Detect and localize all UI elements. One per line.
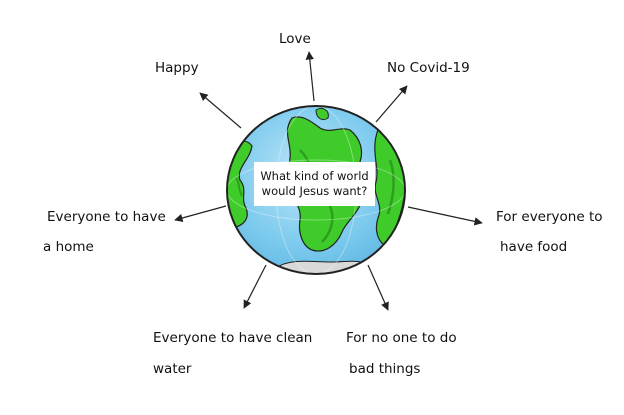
label-water-line1: Everyone to have clean: [153, 330, 313, 346]
label-food-line1: For everyone to: [496, 209, 603, 225]
center-question-line1: What kind of world: [260, 169, 369, 184]
arrow-no-covid: [375, 85, 408, 123]
label-bad-line2: bad things: [349, 361, 421, 377]
arrows: [174, 51, 483, 311]
arrow-home: [174, 205, 227, 223]
globe-outline: [226, 105, 406, 275]
label-water-line2: water: [153, 361, 192, 377]
label-home-line1: Everyone to have: [47, 209, 166, 225]
center-question-line2: would Jesus want?: [261, 184, 368, 198]
globe-island: [315, 107, 329, 121]
label-love: Love: [279, 31, 311, 47]
arrow-happy: [199, 92, 242, 129]
label-food-line2: have food: [500, 239, 568, 255]
globe-land-east: [374, 129, 405, 247]
center-question-box: What kind of world would Jesus want?: [254, 162, 375, 206]
arrow-food: [407, 206, 483, 226]
label-happy: Happy: [155, 60, 199, 76]
label-no-covid: No Covid-19: [387, 60, 470, 76]
arrow-love: [305, 51, 315, 102]
arrow-bad-things: [367, 264, 389, 311]
globe-ice: [275, 260, 373, 274]
label-home-line2: a home: [43, 239, 94, 255]
label-bad-line1: For no one to do: [346, 330, 457, 346]
arrow-water: [243, 264, 267, 309]
